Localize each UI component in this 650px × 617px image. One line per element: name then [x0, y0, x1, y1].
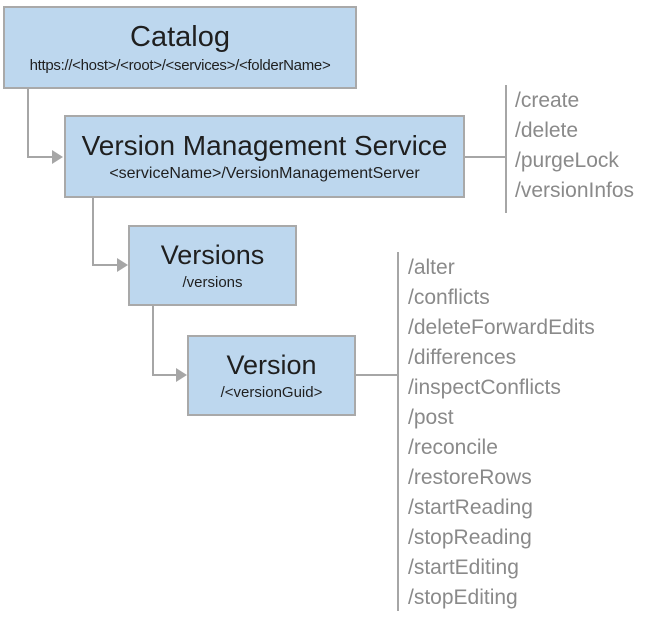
- node-vms-title: Version Management Service: [81, 130, 448, 162]
- node-catalog: Catalog https://<host>/<root>/<services>…: [3, 6, 357, 89]
- connector-versions-to-version-horizontal: [152, 374, 176, 376]
- node-version: Version /<versionGuid>: [187, 335, 356, 416]
- node-versions: Versions /versions: [128, 225, 297, 306]
- version-operations-list: /alter /conflicts /deleteForwardEdits /d…: [408, 253, 595, 613]
- operation-item: /restoreRows: [408, 466, 532, 489]
- operation-item: /create: [515, 89, 580, 112]
- operation-item: /reconcile: [408, 436, 498, 459]
- node-catalog-title: Catalog: [130, 21, 230, 54]
- connector-catalog-to-vms-vertical: [27, 89, 29, 157]
- connector-vms-to-versions-vertical: [92, 198, 94, 266]
- operation-item: /delete: [515, 119, 579, 142]
- vms-operations-list: /create /delete /purgeLock /versionInfos: [515, 86, 634, 206]
- operation-item: /deleteForwardEdits: [408, 316, 595, 339]
- operation-item: /inspectConflicts: [408, 376, 561, 399]
- node-vms-subtitle: <serviceName>/VersionManagementServer: [109, 164, 420, 182]
- connector-version-to-operations: [356, 374, 397, 376]
- operation-item: /stopEditing: [408, 586, 518, 609]
- node-versions-title: Versions: [160, 240, 265, 271]
- node-version-title: Version: [226, 350, 317, 381]
- vms-operations-rail: [505, 85, 507, 213]
- operation-item: /stopReading: [408, 526, 532, 549]
- arrow-right-icon: [176, 368, 187, 382]
- operation-item: /purgeLock: [515, 149, 619, 172]
- connector-versions-to-version-vertical: [152, 306, 154, 376]
- node-catalog-subtitle: https://<host>/<root>/<services>/<folder…: [29, 56, 331, 74]
- node-version-management-service: Version Management Service <serviceName>…: [64, 115, 465, 198]
- connector-vms-to-operations: [465, 156, 505, 158]
- operation-item: /alter: [408, 256, 455, 279]
- node-versions-subtitle: /versions: [182, 273, 243, 291]
- operation-item: /conflicts: [408, 286, 490, 309]
- node-version-subtitle: /<versionGuid>: [220, 383, 323, 401]
- connector-vms-to-versions-horizontal: [92, 264, 117, 266]
- operation-item: /startReading: [408, 496, 533, 519]
- operation-item: /startEditing: [408, 556, 519, 579]
- arrow-right-icon: [117, 258, 128, 272]
- version-operations-rail: [397, 252, 399, 611]
- connector-catalog-to-vms-horizontal: [27, 156, 52, 158]
- operation-item: /post: [408, 406, 454, 429]
- operation-item: /differences: [408, 346, 517, 369]
- arrow-right-icon: [52, 150, 63, 164]
- operation-item: /versionInfos: [515, 179, 635, 202]
